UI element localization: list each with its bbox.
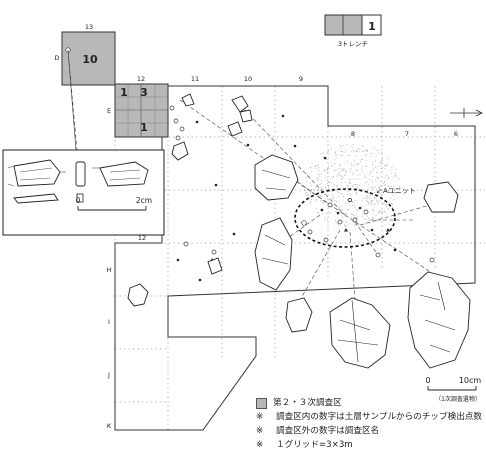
lithic-chip-1 (231, 95, 249, 113)
main-scale-zero: 0 (425, 376, 430, 385)
survey-squares: 10 1 3 1 (61, 31, 169, 138)
legend-swatch (256, 397, 267, 409)
unit-count-3: 3 (140, 86, 148, 99)
legend-mark: ※ (256, 440, 264, 450)
legend-mark: ※ (256, 426, 264, 436)
unit-a-pointer-icon: ↙ (376, 187, 382, 195)
lithic-flake-1 (285, 297, 313, 333)
lithic-artifacts (127, 93, 471, 369)
unit-a-ellipse (294, 188, 396, 248)
main-scale: 0 10cm （1次調査遺物） (425, 376, 481, 403)
unit-count-1a: 1 (120, 86, 128, 99)
inset-scale-end: 2cm (136, 196, 152, 205)
svg-text:6: 6 (454, 130, 458, 138)
chip-scatter-stipple (304, 144, 400, 227)
unit-count-1b: 1 (140, 121, 148, 134)
grid-labels-top: 13 12 11 10 9 8 7 6 12 (85, 23, 458, 242)
svg-text:7: 7 (405, 130, 409, 138)
main-scale-end: 10cm (459, 376, 482, 385)
svg-text:12: 12 (137, 75, 145, 83)
legend-text-note-2: 調査区外の数字は調査区名 (276, 426, 380, 436)
legend-text-survey: 第２・３次調査区 (273, 398, 342, 408)
svg-text:9: 9 (299, 75, 303, 83)
survey-square-d13 (61, 31, 116, 86)
survey-area-outline (114, 85, 476, 431)
legend-mark: ※ (256, 412, 264, 422)
grid-labels-left: D E F G H I J K (54, 54, 111, 430)
svg-text:D: D (54, 54, 59, 62)
lithic-large-center (329, 297, 391, 369)
svg-text:K: K (107, 422, 112, 430)
legend-item-survey: 第２・３次調査区 (256, 396, 484, 410)
survey-square-e12 (114, 83, 169, 138)
lithic-upper-center (254, 154, 299, 201)
lithic-chip-4 (171, 141, 189, 161)
inset-scale-zero: 0 (76, 196, 81, 205)
main-scale-note: （1次調査遺物） (435, 395, 481, 403)
svg-text:11: 11 (191, 75, 199, 83)
trench-caption: 3トレンチ (338, 40, 368, 48)
lithic-right-small (423, 181, 459, 213)
svg-text:12: 12 (138, 234, 146, 242)
lithic-chip-5 (181, 93, 195, 107)
lithic-left-blade (254, 217, 293, 291)
svg-text:H: H (107, 266, 112, 274)
svg-text:8: 8 (351, 130, 355, 138)
legend: 第２・３次調査区 ※ 調査区内の数字は土層サンプルからのチップ検出点数 ※ 調査… (256, 396, 484, 452)
legend-item-note-3: ※ １グリッド=3×3m (256, 438, 484, 452)
trench-count: 1 (368, 20, 376, 33)
legend-item-note-2: ※ 調査区外の数字は調査区名 (256, 424, 484, 438)
svg-text:E: E (107, 107, 111, 115)
svg-text:I: I (108, 318, 110, 326)
legend-text-note-1: 調査区内の数字は土層サンプルからのチップ検出点数 (276, 412, 482, 422)
lithic-chip-3 (239, 109, 253, 123)
legend-text-note-3: １グリッド=3×3m (276, 440, 353, 450)
unit-a-label: Aユニット (383, 187, 416, 195)
inset-panel: 0 2cm (2, 49, 165, 236)
svg-text:13: 13 (85, 23, 93, 31)
lithic-chip-2 (227, 121, 243, 137)
north-arrow-icon (450, 108, 483, 118)
find-dots (176, 114, 397, 282)
legend-item-note-1: ※ 調査区内の数字は土層サンプルからのチップ検出点数 (256, 410, 484, 424)
unit-count-10: 10 (82, 53, 98, 66)
trench-3: 1 3トレンチ (324, 14, 382, 48)
svg-text:J: J (107, 371, 110, 379)
lithic-flake-2 (127, 283, 149, 307)
find-markers (65, 47, 435, 263)
lithic-chip-6 (207, 257, 223, 275)
svg-text:10: 10 (244, 75, 252, 83)
